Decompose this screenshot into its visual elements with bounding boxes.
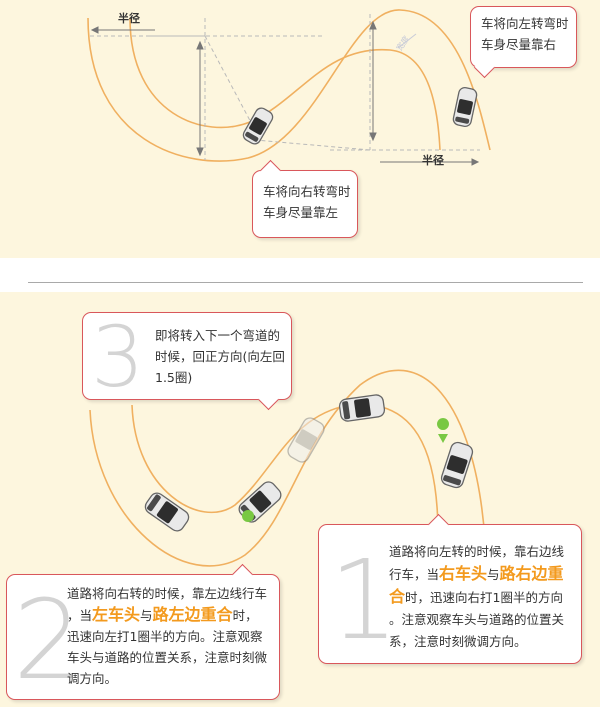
radius-arrowhead [369, 132, 377, 142]
contact-marker-icon [437, 418, 450, 443]
callout-right-turn: 车将向右转弯时 车身尽量靠左 [252, 159, 358, 238]
car-icon [242, 107, 274, 145]
callout-text: 车将向右转弯时 [263, 184, 351, 199]
radius-arrowhead [90, 26, 99, 34]
highlight-text: 合 [389, 587, 406, 606]
callout-text: 车身尽量靠右 [481, 37, 557, 52]
callout-text: 即将转入下一个弯道的 [155, 328, 281, 343]
callout-text: 调方向。 [67, 671, 118, 686]
car-icon [144, 492, 190, 532]
radius-label-left: 半径 [118, 12, 140, 25]
radius-arrowhead [196, 147, 204, 157]
car-icon [452, 87, 478, 127]
bottom-road-inner-edge [131, 403, 439, 531]
callout-text: 时候，回正方向(向左回 [155, 349, 285, 364]
callout-step-1: 1 道路将向左转的时候，靠右边线 行车，当右车头与路右边重 合时，迅速向右打1圈… [318, 513, 582, 664]
callout-left-turn: 车将向左转弯时 车身尽量靠右 [470, 6, 577, 79]
radius-arrowhead [471, 158, 480, 166]
callout-text: 时， [232, 608, 258, 623]
callout-text: 与 [140, 608, 153, 623]
car-ghost-icon [287, 417, 325, 463]
highlight-text: 路左边重合 [152, 605, 233, 624]
step-number: 1 [329, 536, 399, 664]
callout-text: 系，注意时刻微调方向。 [389, 634, 527, 649]
bottom-road-outer-edge [89, 369, 486, 567]
car-icon [440, 441, 474, 489]
callout-text-row: 合时，迅速向右打1圈半的方向 [389, 586, 577, 609]
callout-text: 行车，当 [389, 567, 440, 582]
callout-step-3: 3 即将转入下一个弯道的 时候，回正方向(向左回 1.5圈) [82, 308, 292, 411]
callout-text-row: ，当左车头与路左边重合时， [67, 604, 277, 626]
callout-text: 车头与道路的位置关系，注意时刻微 [67, 650, 268, 665]
top-guide-line [204, 35, 256, 131]
callout-step-2: 2 道路将向右转的时候，靠左边线行车 ，当左车头与路左边重合时， 迅速向左打1圈… [6, 563, 280, 704]
section-divider [28, 282, 583, 283]
callout-text: 迅速向左打1圈半的方向。注意观察 [67, 629, 263, 644]
callout-text: 1.5圈) [155, 370, 193, 385]
step-number: 2 [13, 576, 83, 704]
callout-text: 。注意观察车头与道路的位置关 [389, 612, 565, 627]
car-icon [338, 394, 386, 422]
callout-text: 道路将向左转的时候，靠右边线 [389, 544, 565, 559]
top-guide-line [254, 139, 371, 151]
highlight-text: 右车头 [439, 564, 488, 583]
radius-arrowhead [196, 40, 204, 50]
callout-text: 时，迅速向右打1圈半的方向 [405, 590, 563, 605]
callout-text-row: 行车，当右车头与路右边重 [389, 563, 577, 586]
callout-text: 车将向左转弯时 [481, 16, 569, 31]
radius-arrowhead [369, 20, 377, 30]
step-number: 3 [91, 308, 145, 406]
width-arrow [397, 33, 417, 49]
contact-marker-icon [242, 510, 254, 522]
callout-text: 与 [487, 567, 500, 582]
radius-label-right: 半径 [422, 154, 444, 167]
callout-text: ，当 [67, 608, 93, 623]
top-road-inner-edge [129, 17, 441, 151]
highlight-text: 路右边重 [499, 564, 564, 583]
callout-text: 道路将向右转的时候，靠左边线行车 [67, 586, 268, 601]
highlight-text: 左车头 [92, 605, 141, 624]
top-road-outer-edge [87, 9, 491, 162]
callout-text: 车身尽量靠左 [263, 205, 339, 220]
